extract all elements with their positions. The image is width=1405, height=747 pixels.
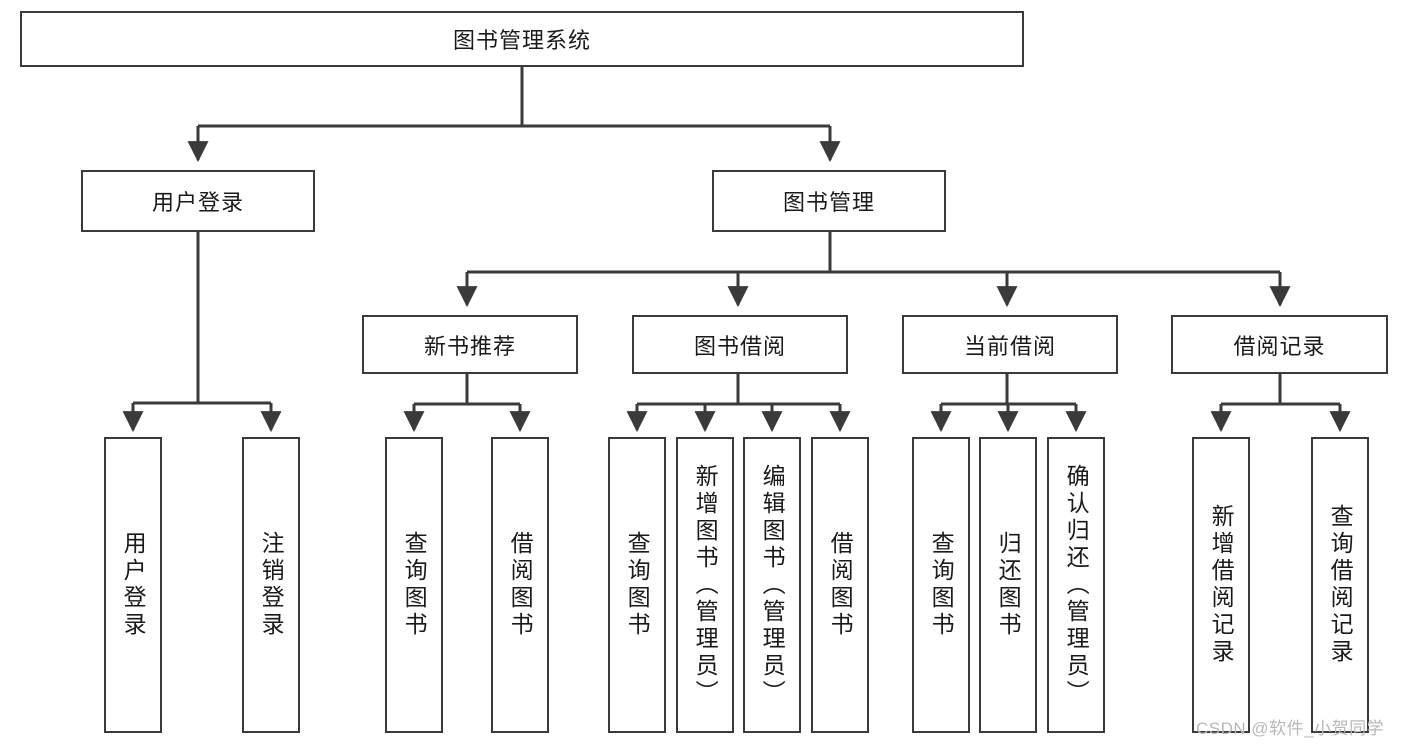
leaf-query-book-current[interactable]: 查询图书 (912, 437, 970, 733)
node-new-book-recommend[interactable]: 新书推荐 (362, 315, 578, 374)
node-label: 归还图书 (995, 531, 1022, 639)
node-borrow-record[interactable]: 借阅记录 (1171, 315, 1388, 374)
node-label: 查询图书 (401, 531, 428, 639)
leaf-add-book-admin[interactable]: 新增图书（管理员） (676, 437, 734, 733)
leaf-user-login[interactable]: 用户登录 (104, 437, 162, 733)
leaf-edit-book-admin[interactable]: 编辑图书（管理员） (743, 437, 801, 733)
watermark-text: CSDN @软件_小贺同学 (1196, 719, 1385, 738)
leaf-query-book-recommend[interactable]: 查询图书 (385, 437, 443, 733)
node-label: 新增图书（管理员） (692, 463, 719, 707)
node-label: 借阅图书 (507, 531, 534, 639)
node-label: 借阅记录 (1233, 333, 1326, 359)
leaf-confirm-return-admin[interactable]: 确认归还（管理员） (1047, 437, 1105, 733)
node-book-borrow[interactable]: 图书借阅 (632, 315, 848, 374)
node-label: 确认归还（管理员） (1063, 463, 1090, 707)
node-label: 图书管理 (782, 190, 875, 215)
node-book-management-system[interactable]: 图书管理系统 (20, 11, 1024, 67)
node-label: 图书借阅 (693, 333, 786, 359)
node-label: 新增借阅记录 (1208, 504, 1235, 666)
node-label: 用户登录 (151, 190, 244, 215)
node-label: 当前借阅 (963, 333, 1056, 359)
node-current-borrow[interactable]: 当前借阅 (902, 315, 1118, 374)
node-user-login[interactable]: 用户登录 (81, 170, 315, 232)
node-label: 借阅图书 (827, 531, 854, 639)
node-book-management[interactable]: 图书管理 (712, 170, 946, 232)
node-label: 用户登录 (120, 531, 147, 639)
node-label: 查询图书 (928, 531, 955, 639)
node-label: 图书管理系统 (452, 28, 591, 53)
leaf-logout-login[interactable]: 注销登录 (242, 437, 300, 733)
leaf-borrow-book-recommend[interactable]: 借阅图书 (491, 437, 549, 733)
leaf-query-book-borrow[interactable]: 查询图书 (608, 437, 666, 733)
leaf-query-borrow-record[interactable]: 查询借阅记录 (1311, 437, 1369, 733)
node-label: 编辑图书（管理员） (759, 463, 786, 707)
leaf-borrow-book[interactable]: 借阅图书 (811, 437, 869, 733)
node-label: 查询借阅记录 (1327, 504, 1354, 666)
leaf-add-borrow-record[interactable]: 新增借阅记录 (1192, 437, 1250, 733)
node-label: 注销登录 (258, 531, 285, 639)
node-label: 新书推荐 (423, 333, 516, 359)
leaf-return-book[interactable]: 归还图书 (979, 437, 1037, 733)
node-label: 查询图书 (624, 531, 651, 639)
